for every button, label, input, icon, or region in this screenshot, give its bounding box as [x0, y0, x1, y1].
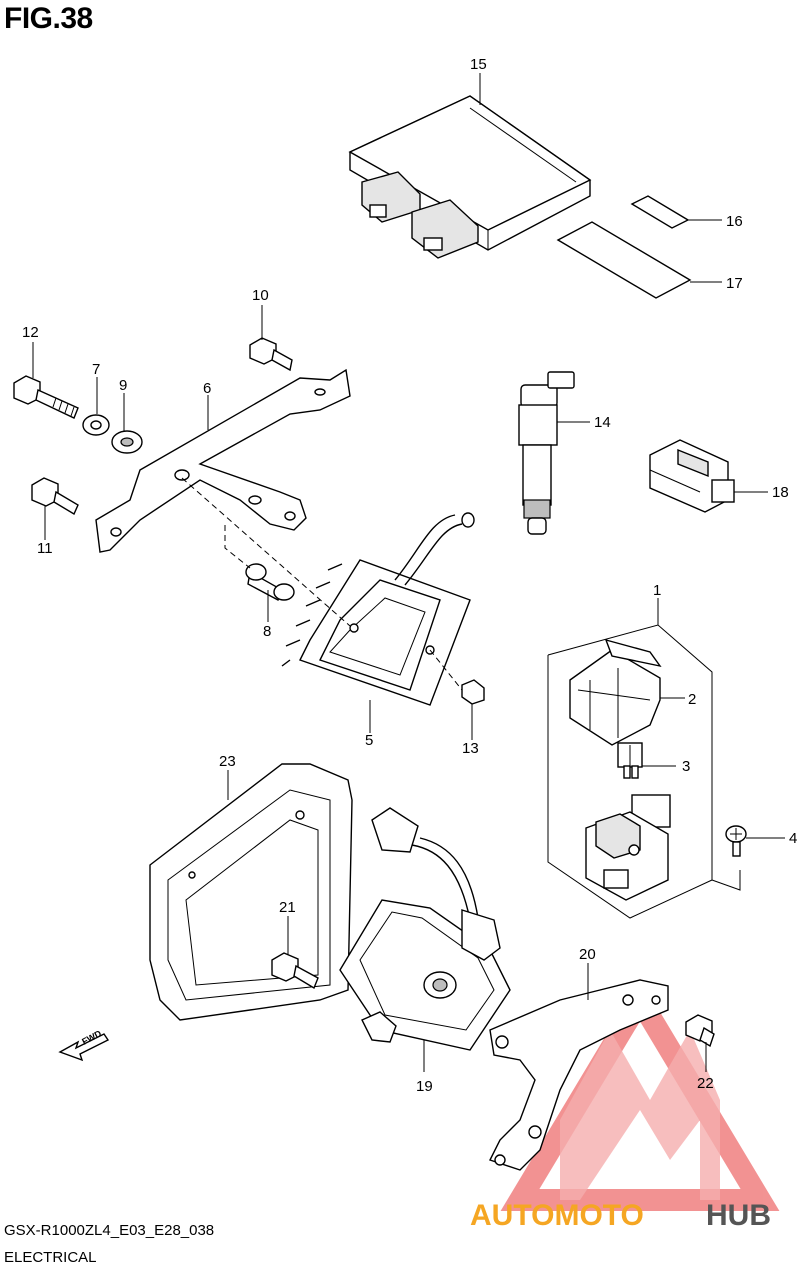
callout-2: 2 [688, 691, 696, 708]
callout-23: 23 [219, 753, 236, 770]
ecm-pad-small [630, 195, 690, 229]
callout-13: 13 [462, 740, 479, 757]
regulator-bracket [95, 368, 351, 553]
callout-19: 19 [416, 1078, 433, 1095]
cover-23 [149, 763, 353, 1021]
callout-20: 20 [579, 946, 596, 963]
watermark-text-primary: AUTOMOTO [470, 1199, 644, 1232]
callout-10: 10 [252, 287, 269, 304]
connector-18 [649, 439, 735, 513]
callout-21: 21 [279, 899, 296, 916]
callout-15: 15 [470, 56, 487, 73]
callout-22: 22 [697, 1075, 714, 1092]
callout-11: 11 [37, 540, 53, 557]
bolt-12 [13, 375, 79, 419]
callout-5: 5 [365, 732, 373, 749]
callout-17: 17 [726, 275, 743, 292]
section-name: ELECTRICAL [4, 1249, 97, 1266]
starter-relay [585, 794, 671, 901]
collar-8 [245, 563, 295, 601]
watermark-text: AUTOMOTO HUB [470, 1199, 771, 1232]
forward-direction-arrow: FWD [58, 1028, 110, 1062]
sensor-19 [339, 807, 511, 1051]
model-code: GSX-R1000ZL4_E03_E28_038 [4, 1222, 215, 1239]
callout-9: 9 [119, 377, 127, 394]
bolt-11 [31, 477, 79, 516]
callout-16: 16 [726, 213, 743, 230]
bolt-21 [271, 952, 319, 990]
callout-6: 6 [203, 380, 211, 397]
washer-7 [82, 414, 110, 436]
nut-13 [461, 679, 485, 705]
callout-3: 3 [682, 758, 690, 775]
figure-title: FIG.38 [4, 2, 93, 35]
callout-1: 1 [653, 582, 661, 599]
callout-4: 4 [789, 830, 797, 847]
callout-7: 7 [92, 361, 100, 378]
watermark-text-secondary: HUB [706, 1199, 771, 1232]
leader-lines [32, 73, 785, 1072]
bolt-22 [685, 1014, 715, 1048]
ecm-pad-large [556, 221, 692, 299]
starter-relay-group-box [547, 624, 741, 919]
regulator-rectifier [281, 512, 475, 706]
relay-cover [569, 638, 662, 746]
callout-8: 8 [263, 623, 271, 640]
screw-4 [725, 825, 747, 857]
ignition-coil [518, 371, 575, 535]
watermark-logo [500, 978, 780, 1211]
callout-14: 14 [594, 414, 611, 431]
callout-12: 12 [22, 324, 39, 341]
bolt-10 [249, 337, 293, 372]
grommet-9 [111, 430, 143, 454]
callout-labels: 1 2 3 4 5 6 7 8 9 10 11 12 13 14 15 16 1… [22, 56, 797, 1095]
ecm-unit [348, 95, 592, 259]
alignment-lines [181, 477, 463, 691]
sensor-bracket-20 [489, 979, 669, 1171]
callout-18: 18 [772, 484, 789, 501]
fuse [617, 742, 643, 779]
